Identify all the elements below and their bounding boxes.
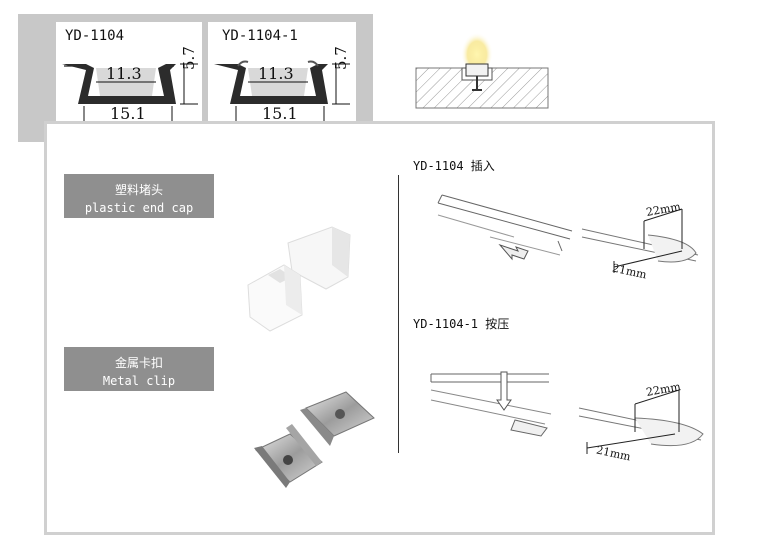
outer-width-label: 15.1: [262, 104, 298, 123]
metal-clip-label-cn: 金属卡扣: [114, 356, 163, 370]
recessed-install-illustration: [415, 30, 549, 109]
height-label: 5.7: [180, 46, 198, 70]
profile-card-yd-1104: YD-1104 11.3 15.1 5.7: [56, 22, 202, 134]
profile-model-label: YD-1104-1: [222, 28, 298, 44]
metal-clip-label: 金属卡扣 Metal clip: [64, 347, 214, 391]
insert-illustration: [437, 194, 573, 261]
end-cap-label-cn: 塑料堵头: [114, 183, 163, 197]
profile-model-label: YD-1104: [65, 28, 125, 44]
insert-section-title: YD-1104 插入: [413, 159, 495, 173]
press-section-title: YD-1104-1 按压: [413, 317, 510, 331]
divider: [398, 175, 399, 453]
end-cap-label-en: plastic end cap: [84, 201, 194, 215]
metal-clip-image: [254, 391, 375, 488]
insert-dimension-illustration: [581, 208, 699, 273]
height-label: 5.7: [332, 46, 350, 70]
inner-width-label: 11.3: [258, 64, 294, 83]
press-dimension-illustration: [578, 389, 704, 454]
end-cap-image: [247, 226, 351, 332]
press-illustration: [430, 371, 552, 437]
profile-card-yd-1104-1: YD-1104-1 11.3 15.1 5.7: [208, 22, 356, 134]
outer-width-label: 15.1: [110, 104, 146, 123]
profile-cross-section-diagram: [62, 63, 198, 126]
inner-width-label: 11.3: [106, 64, 142, 83]
metal-clip-label-en: Metal clip: [102, 374, 176, 388]
end-cap-label: 塑料堵头 plastic end cap: [64, 174, 214, 218]
